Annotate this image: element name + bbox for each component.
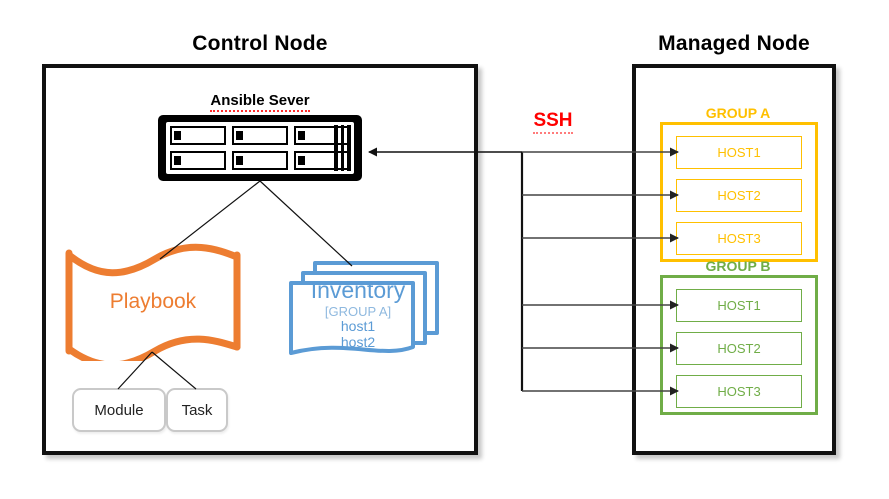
ssh-label-text: SSH xyxy=(533,110,573,134)
group-b-host-1[interactable]: HOST1 xyxy=(676,289,802,322)
inventory-text-block: Inventory [GROUP A] host1 host2 xyxy=(292,277,424,351)
inventory-title: Inventory xyxy=(310,277,406,303)
task-box[interactable]: Task xyxy=(166,388,228,432)
server-bay-row xyxy=(170,126,350,145)
group-b-host-2[interactable]: HOST2 xyxy=(676,332,802,365)
ansible-server-label-text: Ansible Sever xyxy=(210,92,310,112)
server-bay-row xyxy=(170,151,350,170)
playbook-label: Playbook xyxy=(109,290,197,313)
group-b-label: GROUP B xyxy=(705,258,771,274)
group-a-host-3[interactable]: HOST3 xyxy=(676,222,802,255)
group-a-host-2[interactable]: HOST2 xyxy=(676,179,802,212)
ssh-label: SSH xyxy=(503,110,603,134)
inventory-host-line-2: host2 xyxy=(340,333,376,350)
server-bay xyxy=(232,151,288,170)
inventory-page-front xyxy=(289,281,415,355)
control-node-title: Control Node xyxy=(192,32,328,55)
group-a-label: GROUP A xyxy=(705,105,771,121)
server-bay xyxy=(232,126,288,145)
inventory-host-line-1: host1 xyxy=(340,318,376,335)
server-vent-bars xyxy=(334,125,352,171)
inventory-document-stack-icon xyxy=(289,261,439,355)
server-bay xyxy=(170,126,226,145)
module-box[interactable]: Module xyxy=(72,388,166,432)
group-a-host-1[interactable]: HOST1 xyxy=(676,136,802,169)
managed-node-title: Managed Node xyxy=(658,32,810,55)
ansible-server-label: Ansible Sever xyxy=(160,92,360,112)
inventory-group-line: [GROUP A] xyxy=(324,303,392,319)
server-chassis xyxy=(166,122,354,174)
rack-server-icon xyxy=(158,115,362,181)
group-b-host-3[interactable]: HOST3 xyxy=(676,375,802,408)
server-bay xyxy=(170,151,226,170)
